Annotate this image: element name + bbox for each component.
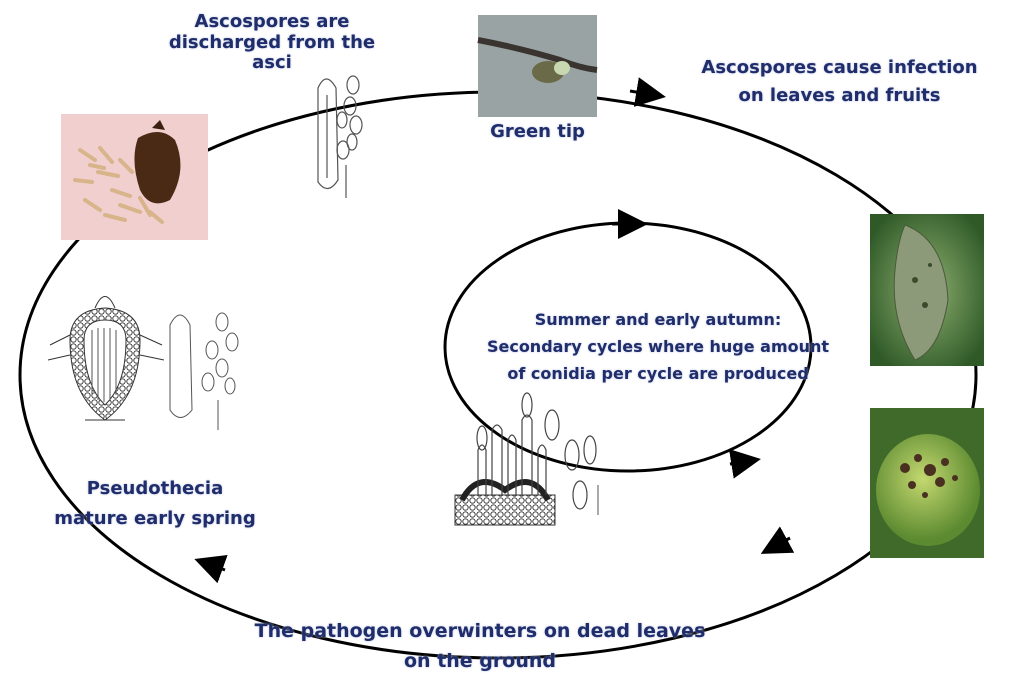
ascospores-micrograph-image [61, 114, 208, 240]
inner-arrow-bottom [730, 460, 755, 464]
ascus-drawing-top-image [318, 76, 362, 198]
label-overwinter: The pathogen overwinters on dead leaves … [195, 616, 765, 677]
outer-arrow-top [630, 91, 660, 96]
infected-leaf-photo [870, 214, 984, 366]
outer-arrow-bottom-right [766, 538, 790, 551]
conidiophores-drawing-image [455, 393, 598, 525]
green-tip-bud-photo [478, 15, 597, 117]
pseudothecium-drawing-image [48, 297, 238, 431]
label-pseudothecia: Pseudothecia mature early spring [10, 474, 300, 533]
label-ascospores-discharged: Ascospores are discharged from the asci [158, 12, 386, 74]
label-secondary-cycles: Summer and early autumn: Secondary cycle… [448, 306, 868, 388]
label-green-tip: Green tip [460, 122, 615, 143]
outer-arrow-bottom-left [200, 561, 225, 570]
infected-fruit-photo [870, 408, 984, 558]
label-ascospores-infection: Ascospores cause infection on leaves and… [672, 54, 1007, 110]
